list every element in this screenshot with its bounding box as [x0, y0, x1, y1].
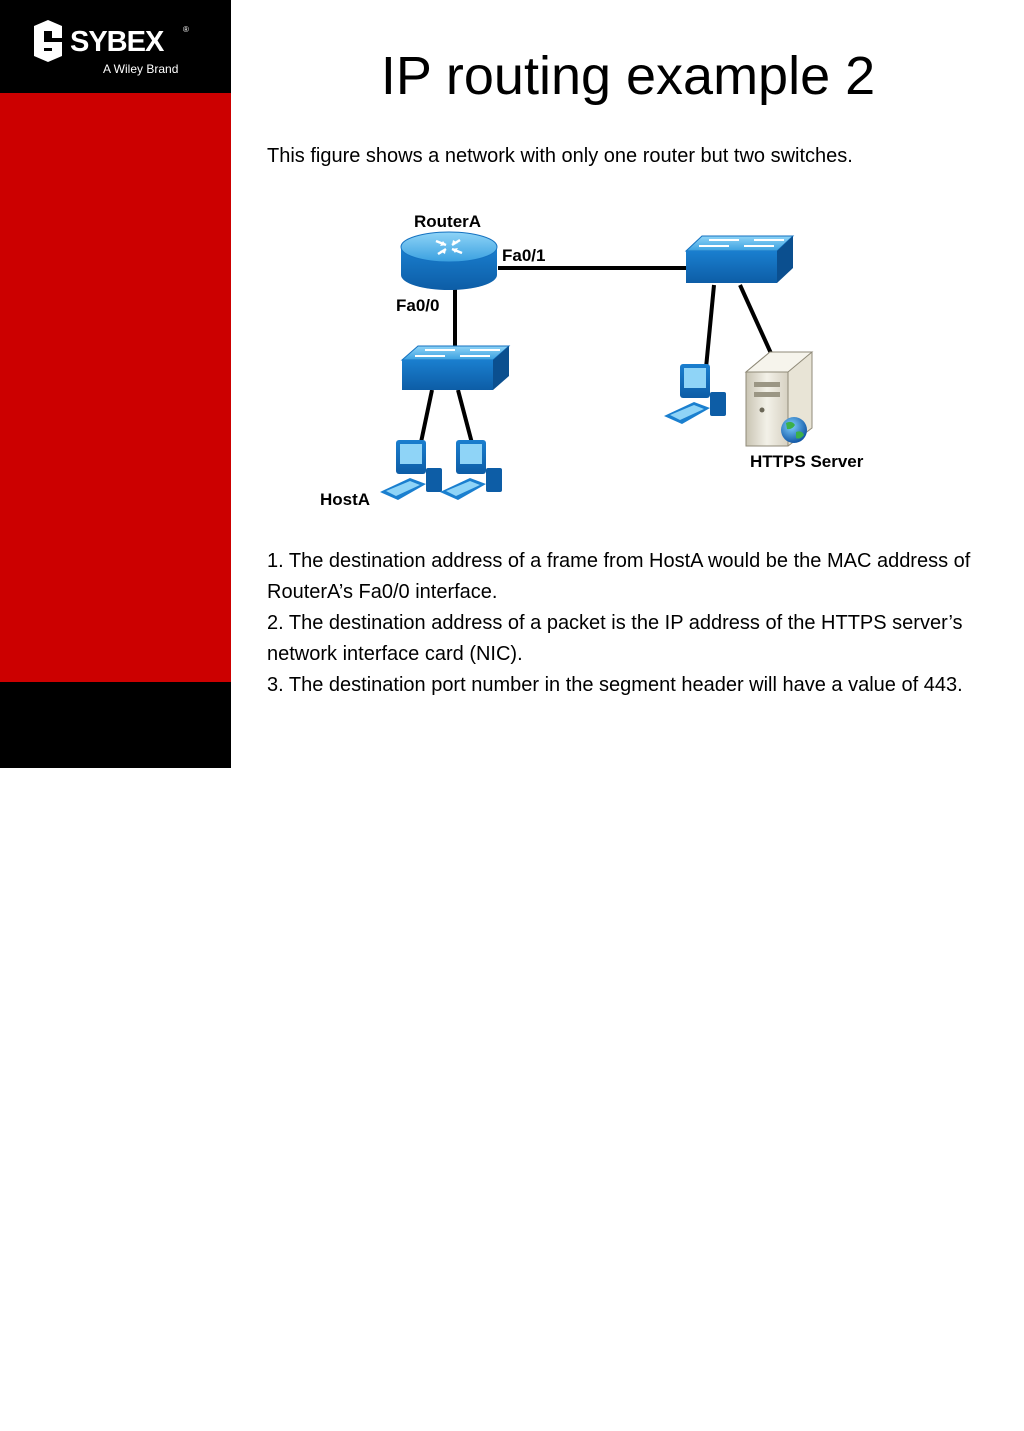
workstation-icon	[664, 364, 726, 424]
sybex-logo-block: SYBEX ® A Wiley Brand	[0, 0, 231, 93]
note-item: 3. The destination port number in the se…	[267, 674, 963, 696]
note-item: 2. The destination address of a packet i…	[267, 612, 963, 665]
network-diagram: RouterA Fa0/1 Fa0/0 HostA HTTPS Server	[320, 212, 864, 509]
router-label: RouterA	[414, 212, 481, 231]
sybex-wordmark: SYBEX	[70, 26, 164, 58]
server-label: HTTPS Server	[750, 452, 864, 471]
sybex-tagline: A Wiley Brand	[103, 62, 179, 76]
port-label-fa01: Fa0/1	[502, 246, 545, 265]
workstation-icon	[440, 440, 502, 500]
notes-list: 1. The destination address of a frame fr…	[267, 546, 987, 701]
switch-icon	[400, 345, 511, 390]
link-switch1-pc2	[456, 389, 475, 448]
link-switch2-pc3	[704, 284, 716, 369]
sidebar: SYBEX ® A Wiley Brand WILEY	[0, 0, 231, 1430]
router-icon	[400, 231, 498, 290]
switch-icon	[684, 235, 795, 283]
link-switch2-server	[738, 284, 776, 361]
links	[418, 266, 776, 448]
registered-mark: ®	[183, 25, 189, 34]
link-switch1-pc1	[418, 389, 434, 448]
port-label-fa00: Fa0/0	[396, 296, 439, 315]
host-label: HostA	[320, 490, 370, 509]
globe-icon	[781, 417, 807, 443]
slide-intro: This figure shows a network with only on…	[267, 145, 853, 167]
sybex-logo-icon	[34, 20, 62, 62]
slide-title: IP routing example 2	[380, 46, 876, 106]
wiley-wordmark: WILEY	[30, 1385, 164, 1430]
note-item: 1. The destination address of a frame fr…	[267, 550, 971, 603]
workstation-icon	[380, 440, 442, 500]
